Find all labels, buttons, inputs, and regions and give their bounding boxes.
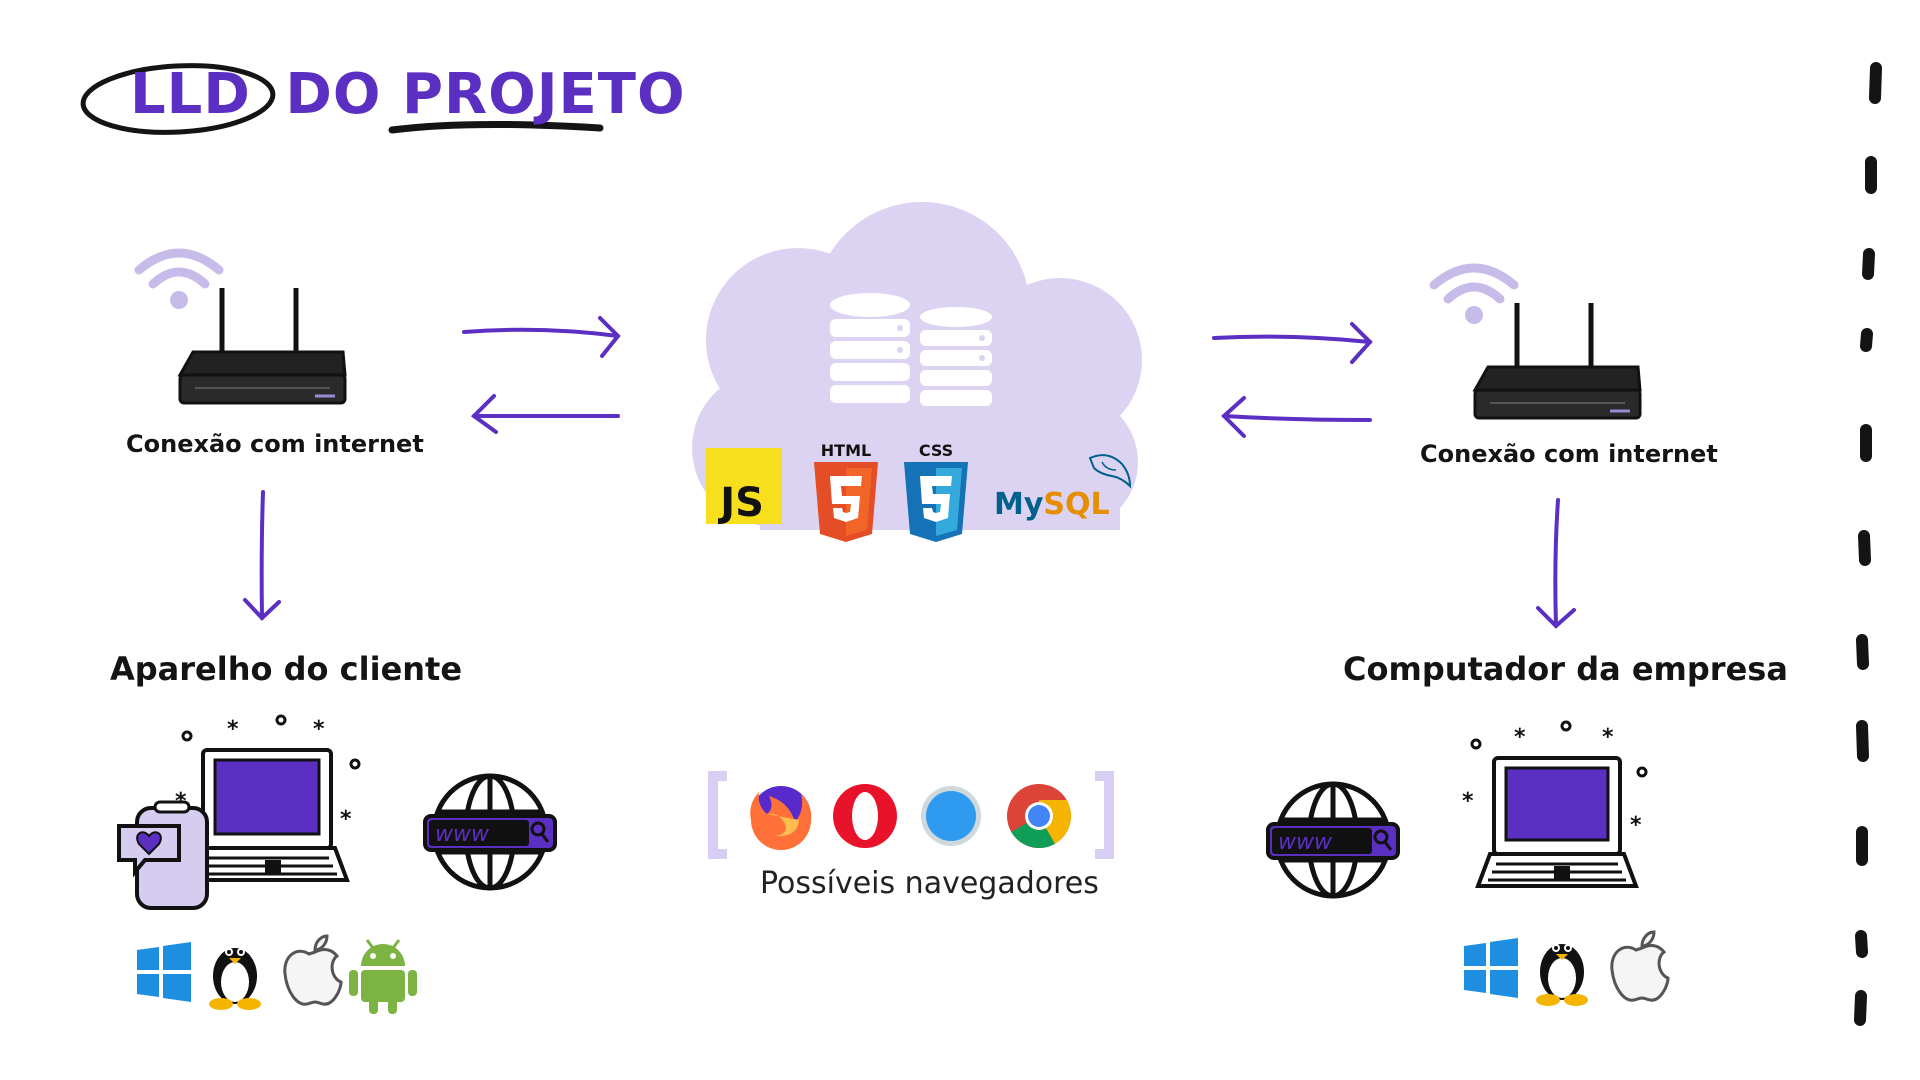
- left-os-icons: [137, 934, 417, 1014]
- svg-text:*: *: [1514, 725, 1526, 750]
- title-highlight: LLD: [130, 62, 251, 127]
- svg-text:*: *: [1602, 725, 1614, 750]
- company-computer-illustration: * * * *: [1462, 720, 1648, 888]
- dashed-border-decoration: [1854, 62, 1882, 1026]
- search-icon: [1373, 829, 1393, 851]
- svg-text:CSS: CSS: [919, 441, 953, 460]
- windows-icon: [1464, 938, 1518, 998]
- svg-text:*: *: [313, 717, 325, 742]
- right-connection-label: Conexão com internet: [1420, 440, 1718, 468]
- linux-icon: [209, 948, 261, 1010]
- opera-icon: [833, 784, 897, 848]
- www-globe-left: www: [423, 773, 557, 891]
- firefox-icon: [750, 786, 812, 850]
- laptop-icon: [1475, 756, 1639, 888]
- browsers-label: Possíveis navegadores: [760, 866, 1099, 901]
- arrow-left-icon: [1222, 414, 1372, 422]
- title-circle-decoration: [80, 63, 604, 135]
- css3-logo: CSS: [904, 441, 968, 542]
- windows-icon: [137, 942, 191, 1002]
- right-os-icons: [1464, 930, 1670, 1006]
- router-left: [134, 248, 347, 405]
- html5-logo: HTML: [814, 441, 878, 542]
- browsers-group: [708, 771, 1114, 859]
- left-device-label: Aparelho do cliente: [110, 650, 463, 688]
- wifi-icon: [134, 248, 224, 309]
- left-bracket: [708, 771, 727, 859]
- apple-icon: [283, 934, 343, 1006]
- js-logo: JS: [706, 448, 782, 526]
- svg-text:*: *: [227, 717, 239, 742]
- smartphone-icon: [117, 800, 209, 910]
- arrow-right-icon: [462, 327, 620, 338]
- client-devices-illustration: * * * *: [117, 714, 361, 910]
- svg-text:*: *: [1630, 813, 1642, 838]
- svg-text:MySQL: MySQL: [994, 487, 1110, 522]
- svg-text:JS: JS: [717, 480, 764, 526]
- right-bracket: [1095, 771, 1114, 859]
- arrows-left-cloud: [462, 316, 621, 434]
- www-globe-right: www: [1266, 781, 1400, 899]
- linux-icon: [1536, 944, 1588, 1006]
- arrow-down-left-icon: [243, 490, 281, 621]
- search-icon: [530, 821, 550, 843]
- title-text: LLD DO PROJETO: [130, 62, 686, 127]
- tech-logos: JS HTML CSS MySQL: [706, 441, 1132, 542]
- wifi-icon: [1429, 263, 1519, 324]
- svg-text:*: *: [340, 807, 352, 832]
- arrows-right-cloud: [1212, 322, 1373, 438]
- heart-icon: [136, 831, 162, 856]
- svg-text:HTML: HTML: [821, 441, 871, 460]
- svg-text:*: *: [1462, 789, 1474, 814]
- arrow-right-icon: [1212, 334, 1372, 344]
- android-icon: [349, 939, 417, 1014]
- title-rest: DO PROJETO: [285, 62, 686, 127]
- arrow-down-right-icon: [1536, 498, 1576, 629]
- www-text: www: [1278, 830, 1333, 855]
- safari-icon: [921, 786, 981, 846]
- apple-icon: [1610, 930, 1670, 1002]
- www-text: www: [435, 822, 490, 847]
- mysql-logo: MySQL: [994, 454, 1132, 522]
- database-icon: [830, 293, 992, 406]
- laptop-icon: [184, 748, 350, 882]
- right-device-label: Computador da empresa: [1343, 650, 1788, 688]
- router-right: [1429, 263, 1642, 420]
- chrome-icon: [1007, 784, 1071, 848]
- left-connection-label: Conexão com internet: [126, 430, 424, 458]
